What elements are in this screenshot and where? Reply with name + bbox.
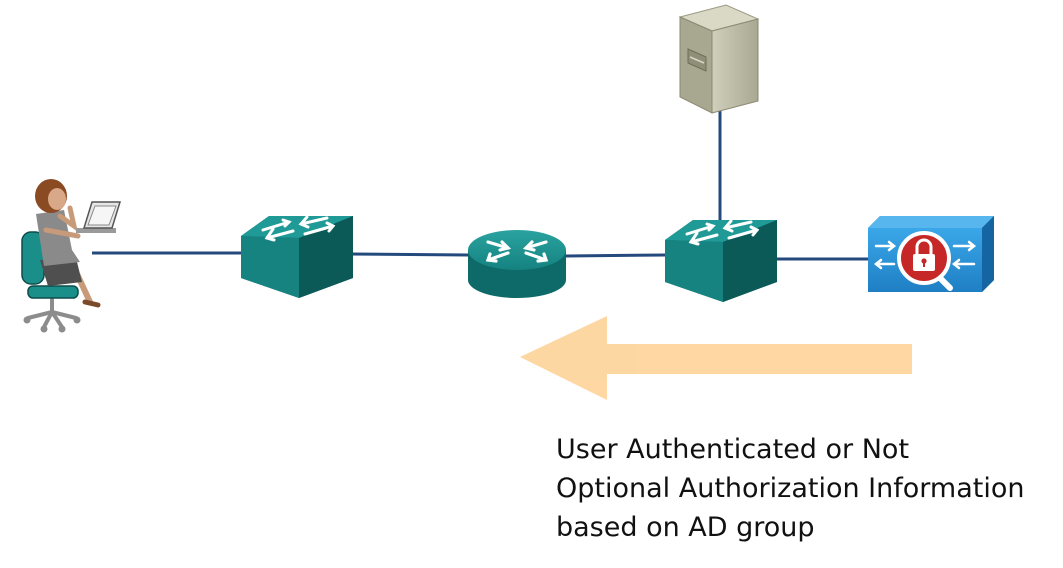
server-icon [678, 4, 760, 114]
caption-line-authenticated: User Authenticated or Not [556, 434, 910, 465]
link-switch1-router [349, 252, 469, 257]
flow-caption: User Authenticated or Not Optional Autho… [556, 430, 1056, 547]
user-at-laptop-icon [21, 179, 122, 333]
network-links [92, 108, 868, 261]
padlock-firewall-icon [868, 216, 994, 292]
response-flow-arrow [520, 316, 912, 400]
switch-icon [241, 215, 353, 298]
caption-line-authorization: Optional Authorization Information [556, 473, 1025, 504]
router-icon [468, 230, 566, 298]
switch-icon [665, 219, 777, 302]
link-router-switch2 [565, 253, 667, 258]
caption-line-ad-group: based on AD group [556, 512, 815, 543]
